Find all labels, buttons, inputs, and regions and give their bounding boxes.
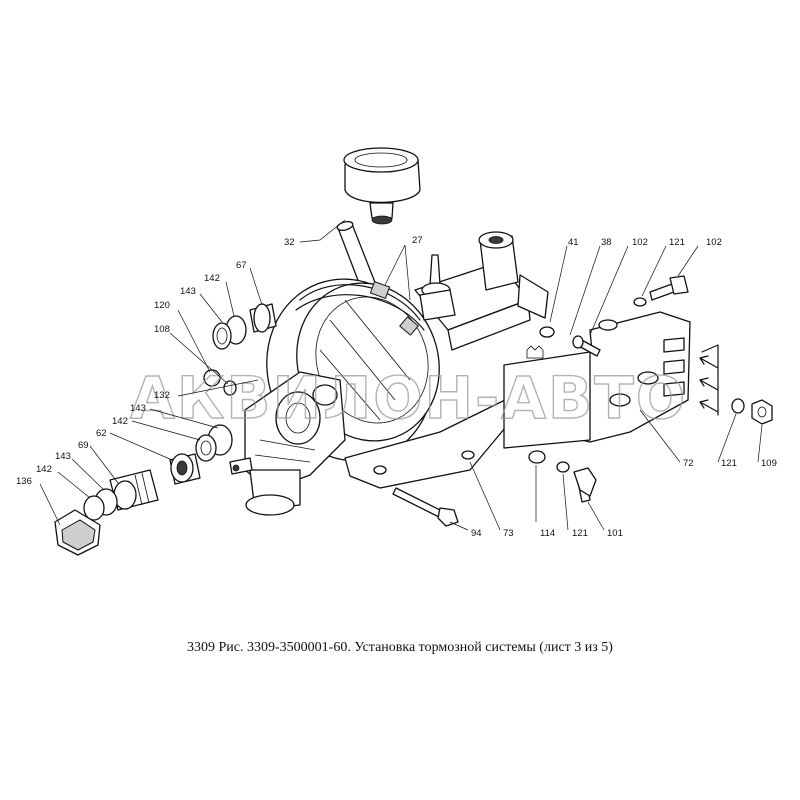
watermark-text: АКВИЛОН-АВТО [130, 364, 687, 432]
callout-72: 72 [683, 458, 694, 469]
callout-73: 73 [503, 528, 514, 539]
callout-27: 27 [412, 235, 423, 246]
callout-121: 121 [572, 528, 588, 539]
part-94-bolt [392, 487, 459, 527]
left-fittings [54, 303, 277, 556]
callout-143: 143 [55, 451, 71, 462]
callout-142: 142 [112, 416, 128, 427]
callout-32: 32 [284, 237, 295, 248]
callout-143: 143 [130, 403, 146, 414]
callout-94: 94 [471, 528, 482, 539]
master-cylinder [414, 231, 549, 351]
valve-housing [229, 371, 346, 516]
callout-102: 102 [706, 237, 722, 248]
callout-labels: 32 27 41 38 102 121 102 67 142 143 120 1… [16, 235, 777, 539]
callout-143: 143 [180, 286, 196, 297]
callout-102: 102 [632, 237, 648, 248]
callout-121: 121 [669, 237, 685, 248]
callout-69: 69 [78, 440, 89, 451]
callout-121: 121 [721, 458, 737, 469]
figure-caption: 3309 Рис. 3309-3500001-60. Установка тор… [187, 640, 613, 655]
callout-41: 41 [568, 237, 579, 248]
callout-120: 120 [154, 300, 170, 311]
part-72-bracket-plate [503, 311, 719, 449]
callout-38: 38 [601, 237, 612, 248]
callout-114: 114 [540, 528, 555, 539]
callout-136: 136 [16, 476, 32, 487]
callout-132: 132 [154, 390, 170, 401]
callout-101: 101 [607, 528, 623, 539]
leader-lines [39, 219, 763, 531]
callout-108: 108 [154, 324, 170, 335]
hardware-right [526, 275, 773, 503]
callout-62: 62 [96, 428, 107, 439]
callout-109: 109 [761, 458, 777, 469]
callout-142: 142 [204, 273, 220, 284]
callout-67: 67 [236, 260, 247, 271]
callout-142: 142 [36, 464, 52, 475]
part-32-filter-cap [343, 147, 421, 225]
